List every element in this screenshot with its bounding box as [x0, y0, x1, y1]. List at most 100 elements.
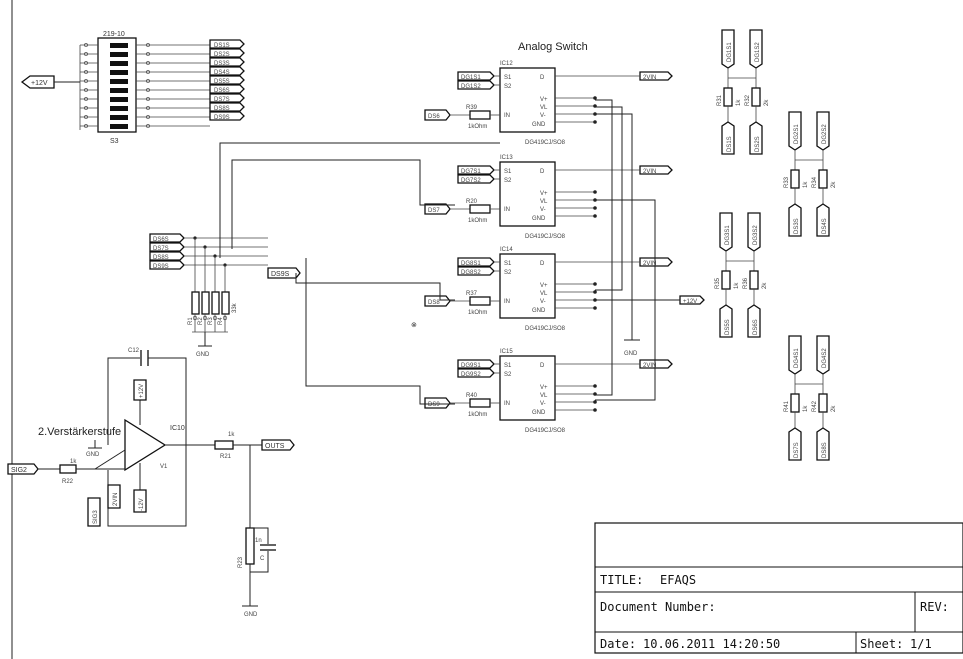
ic-part: DG419CJ/SO8 — [525, 428, 566, 434]
amp-r-in — [59, 464, 77, 474]
divider-bottom-flag — [788, 427, 802, 461]
dip-net-flag — [209, 66, 245, 76]
divider-top-label: DG2S2 — [822, 124, 828, 144]
analog-switch-heading: Analog Switch — [518, 41, 588, 53]
ic-ctrl-resistor — [469, 296, 491, 306]
ic-pin-d: D — [540, 261, 545, 267]
pulldown-value: 33k — [232, 302, 238, 313]
dip-net-label: DS5S — [214, 79, 230, 85]
bus-label: DS7S — [153, 246, 169, 252]
divider-top-label: DG3S1 — [725, 225, 731, 245]
pulldown-ref: R4 — [218, 317, 224, 325]
ic-ctrl-resistor — [469, 398, 491, 408]
ic-pin-s1: S1 — [504, 75, 512, 81]
ic-pin-vl: VL — [540, 105, 548, 111]
divider-top-flag — [788, 335, 802, 375]
bus-out-flag — [267, 267, 301, 279]
ic-out-flag — [639, 359, 673, 369]
dip-net-label: DS3S — [214, 61, 230, 67]
amp-r-in-val: 1k — [70, 459, 77, 465]
ic-in2-flag — [457, 368, 495, 378]
ic-ctrl-label: DS6 — [428, 114, 440, 120]
sheet-label: Sheet: — [860, 637, 903, 651]
ic-pin-s2: S2 — [504, 84, 512, 90]
dip-net-label: DS4S — [214, 70, 230, 76]
ic-ctrl-resistor — [469, 110, 491, 120]
divider-top-label: DG1S2 — [755, 42, 761, 62]
title-value: EFAQS — [660, 573, 696, 587]
divider-bottom-label: DS6S — [753, 319, 759, 335]
ic-in1-label: DG9S1 — [461, 363, 481, 369]
ic-in2-label: DG7S2 — [461, 178, 481, 184]
pulldown-ref: R1 — [188, 317, 194, 325]
divider-top-flag — [749, 29, 763, 69]
divider-bottom-flag — [747, 304, 761, 338]
dip-switch-lever — [110, 70, 128, 75]
dip-switch-lever — [110, 115, 128, 120]
amp-output-label: OUTS — [265, 443, 285, 450]
analog-switch-ic: IC13DG419CJ/SO8S1S2INDV+VLV-GNDDG7S1DG7S… — [424, 155, 673, 240]
divider-res-ref: R41 — [784, 400, 790, 412]
opamp-v1: V1 — [160, 464, 168, 470]
ic-pin-d: D — [540, 363, 545, 369]
ic-ctrl-flag — [424, 295, 451, 307]
ic-in1-label: DG7S1 — [461, 169, 481, 175]
ic-part: DG419CJ/SO8 — [525, 234, 566, 240]
ic-gnd-label: GND — [624, 351, 638, 357]
bus-flag — [149, 242, 185, 252]
divider-res-val: 2k — [831, 181, 837, 188]
opamp-ref: IC10 — [170, 425, 185, 432]
ic-ctrl-resistor — [469, 204, 491, 214]
divider-bottom-label: DS4S — [822, 218, 828, 234]
ic-out-label: 2VIN — [643, 261, 656, 267]
divider-resistor — [723, 87, 733, 107]
bus-out-label: DS9S — [271, 271, 290, 278]
amp-input-flag — [7, 463, 39, 475]
ic-ctrl-label: DS8 — [428, 300, 440, 306]
ic-pin-gnd: GND — [532, 410, 546, 416]
bus-label: DS8S — [153, 255, 169, 261]
analog-switch-ic: IC12DG419CJ/SO8S1S2INDV+VLV-GNDDG1S1DG1S… — [424, 61, 673, 146]
divider-res-val: 1k — [734, 282, 740, 289]
ic-pin-gnd: GND — [532, 216, 546, 222]
ic-in2-flag — [457, 80, 495, 90]
ic-pin-d: D — [540, 75, 545, 81]
divider-bottom-label: DS3S — [794, 218, 800, 234]
ic-pin-in: IN — [504, 401, 510, 407]
divider-top-label: DG3S2 — [753, 225, 759, 245]
ic-pin-in: IN — [504, 113, 510, 119]
divider-res-val: 2k — [831, 405, 837, 412]
ic-pin-s2: S2 — [504, 270, 512, 276]
ic-res-ref: R39 — [466, 105, 478, 111]
dip-net-label: DS1S — [214, 43, 230, 49]
dip-switch-part: 219-10 — [103, 31, 125, 38]
amp-vin-label: 2VIN — [113, 493, 119, 506]
ic-ctrl-label: DS7 — [428, 208, 440, 214]
ic-pin-s1: S1 — [504, 169, 512, 175]
bus-flag — [149, 233, 185, 243]
ic-in2-flag — [457, 266, 495, 276]
divider-resistor — [721, 270, 731, 290]
ic-in2-label: DG9S2 — [461, 372, 481, 378]
ic-pin-in: IN — [504, 299, 510, 305]
ic-res-ref: R20 — [466, 199, 478, 205]
pulldown-gnd-label: GND — [196, 352, 210, 358]
divider-top-flag — [816, 335, 830, 375]
divider-res-val: 2k — [762, 282, 768, 289]
opamp-vplus-label: +12V — [139, 384, 145, 398]
divider-bottom-flag — [788, 203, 802, 237]
dip-net-flag — [209, 57, 245, 67]
divider-bottom-label: DS2S — [755, 136, 761, 152]
ic-ref: IC13 — [500, 155, 513, 161]
ic-res-ref: R37 — [466, 291, 478, 297]
divider-top-label: DG4S1 — [794, 348, 800, 368]
divider-res-val: 1k — [736, 99, 742, 106]
divider-resistor — [749, 270, 759, 290]
analog-switch-ic: IC15DG419CJ/SO8S1S2INDV+VLV-GNDDG9S1DG9S… — [424, 349, 673, 434]
ic-in1-flag — [457, 359, 495, 369]
ic-ref: IC14 — [500, 247, 513, 253]
divider-top-flag — [719, 212, 733, 252]
